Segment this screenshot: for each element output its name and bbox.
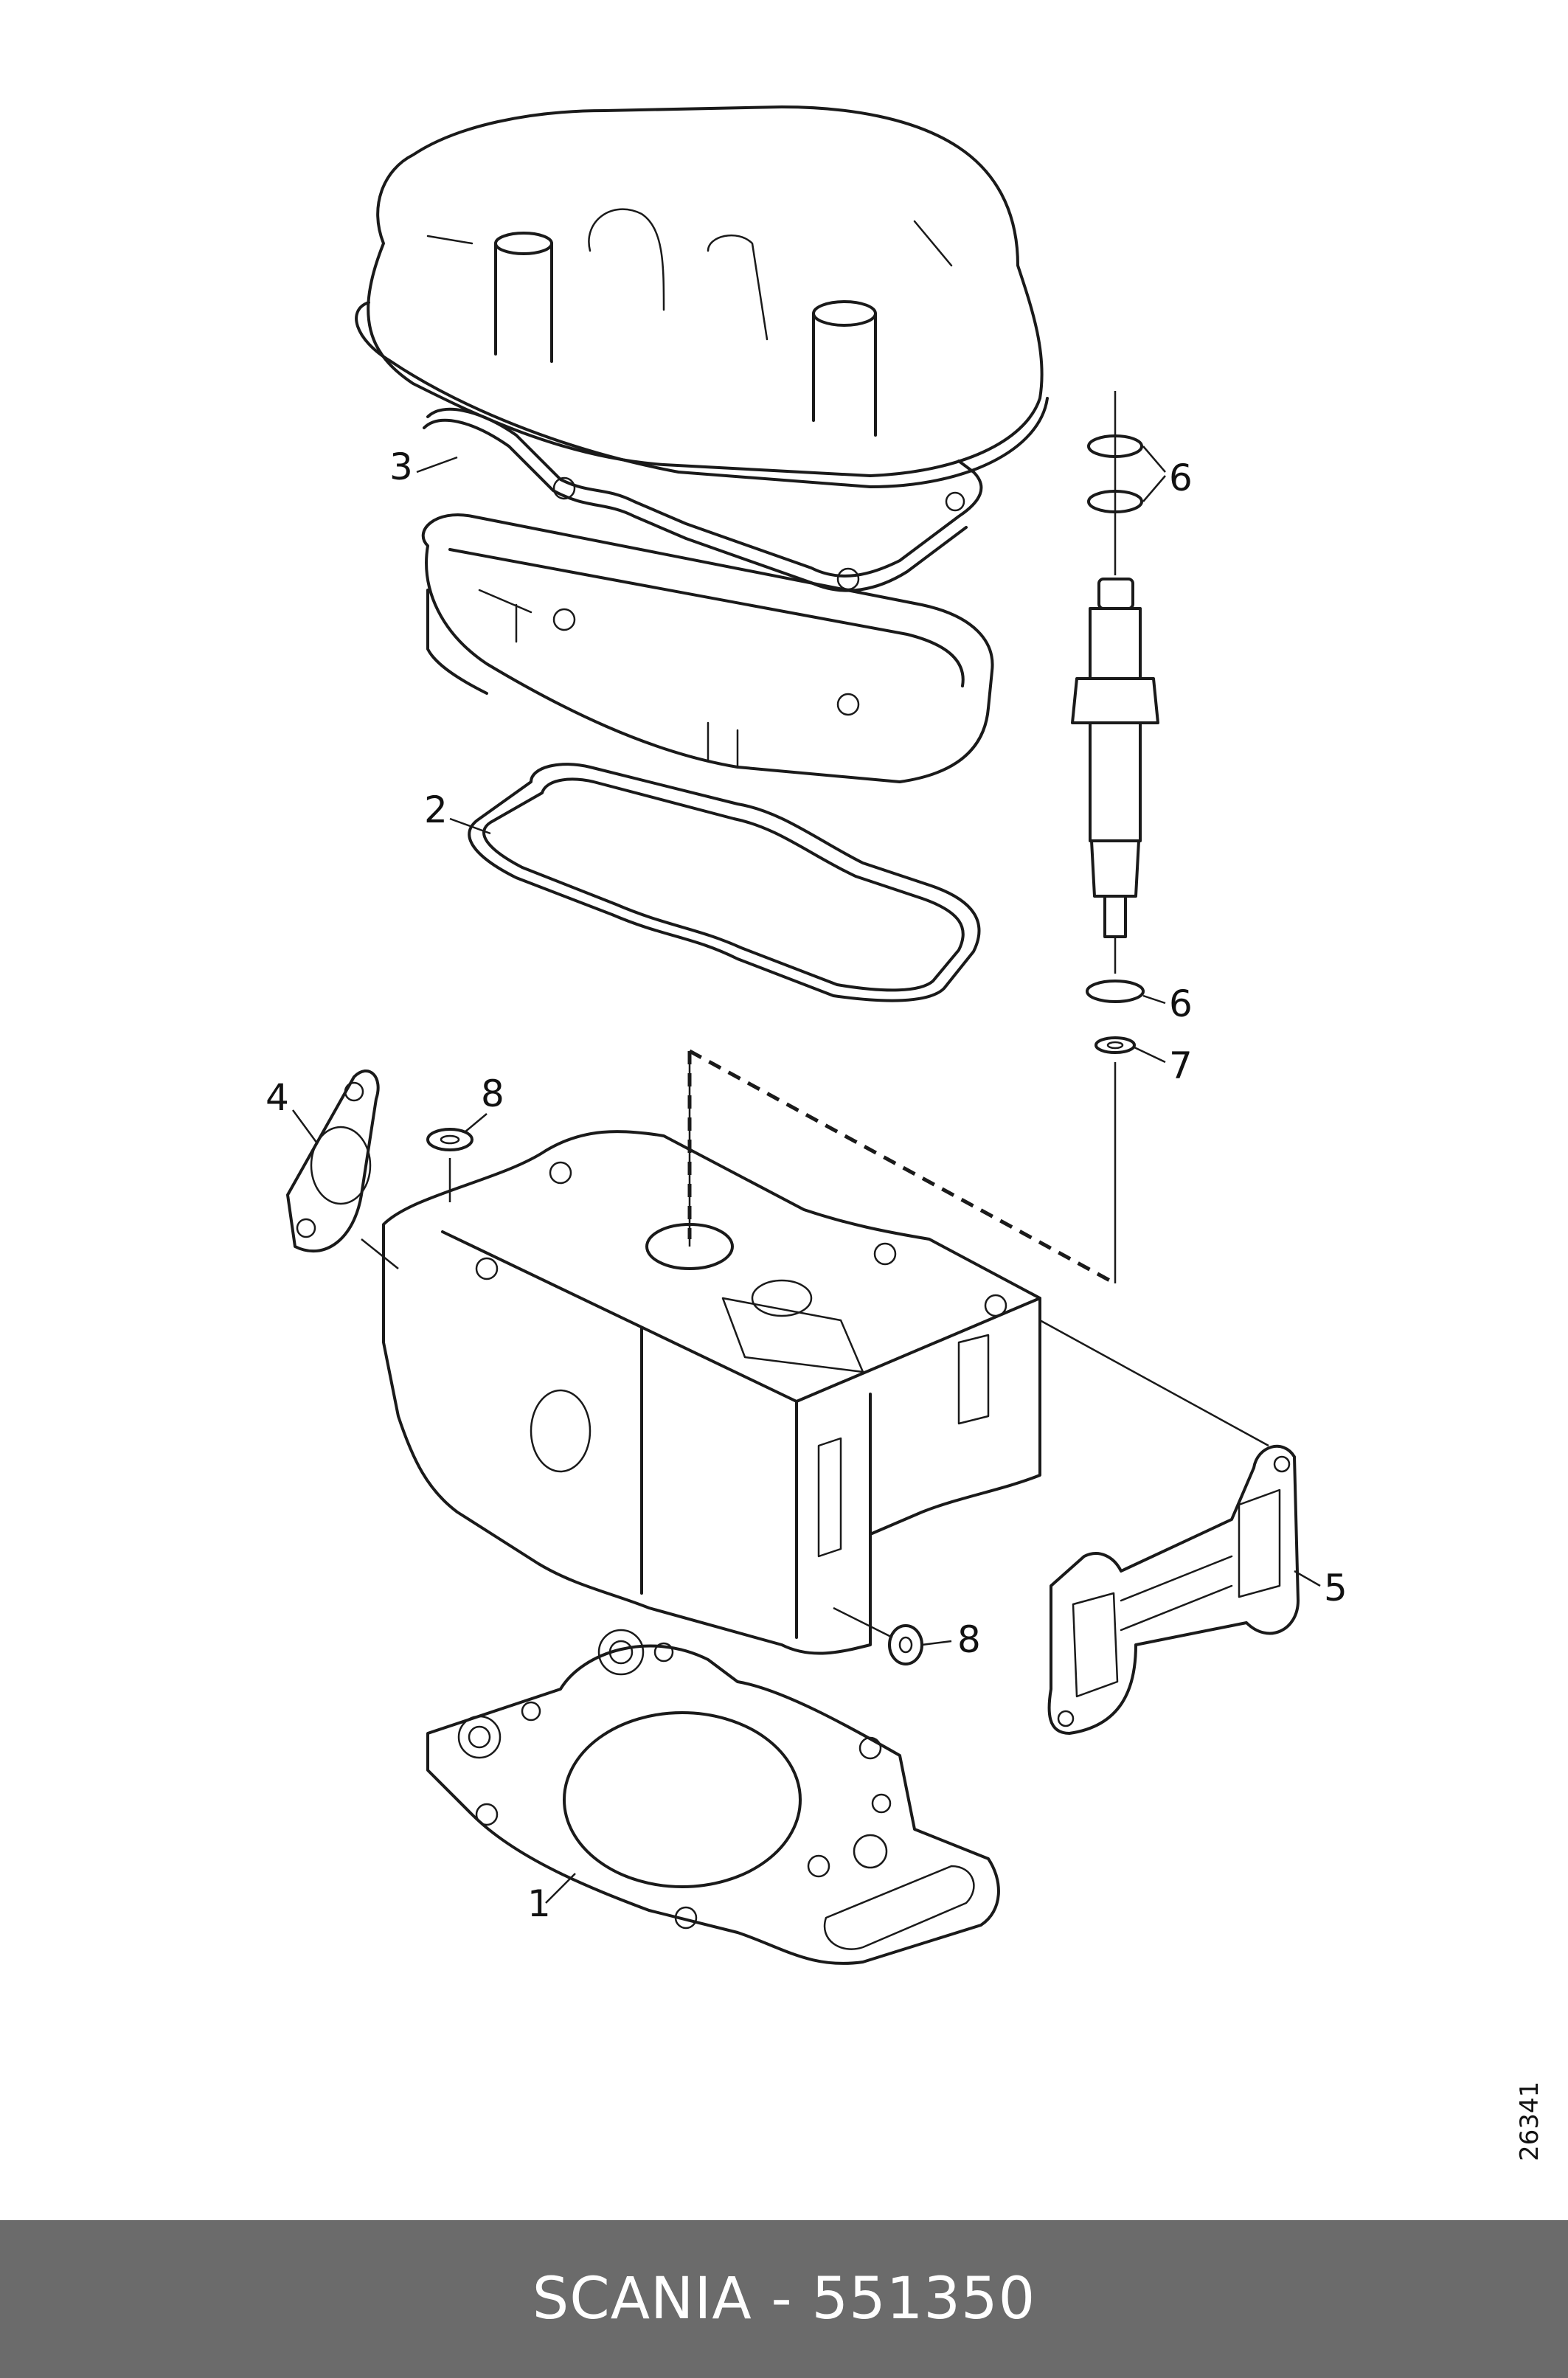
exploded-parts-diagram: 1 2 3 4 5 6 6 7 8 8 26341 (266, 105, 1544, 2161)
gasket-intake (286, 1070, 380, 1253)
callout-7: 7 (1169, 1044, 1193, 1087)
callout-3: 3 (389, 446, 413, 488)
callout-5: 5 (1324, 1567, 1347, 1609)
leader-lines (291, 446, 1321, 1904)
callout-8b: 8 (957, 1618, 981, 1661)
gasket-cover (468, 763, 981, 1002)
callout-6b: 6 (1169, 982, 1193, 1025)
callout-2: 2 (424, 788, 448, 831)
cover-frame (421, 513, 994, 783)
reference-number: 26341 (1515, 2081, 1544, 2161)
gasket-exhaust (1047, 1444, 1300, 1735)
gasket-head (426, 1629, 1000, 1965)
footer-bar: SCANIA - 551350 (0, 2220, 1568, 2378)
seal-top (426, 1128, 473, 1202)
callout-6a: 6 (1169, 457, 1193, 499)
seal-side (888, 1624, 923, 1665)
callout-labels: 1 2 3 4 5 6 6 7 8 8 (266, 446, 1347, 1925)
callout-8a: 8 (481, 1072, 504, 1115)
callout-4: 4 (266, 1076, 289, 1119)
injector (687, 391, 1159, 1286)
valve-cover (355, 105, 1049, 488)
footer-title: SCANIA - 551350 (532, 2266, 1036, 2332)
callout-1: 1 (527, 1882, 551, 1925)
cylinder-head (361, 1051, 1269, 1655)
gasket-top (423, 407, 983, 592)
